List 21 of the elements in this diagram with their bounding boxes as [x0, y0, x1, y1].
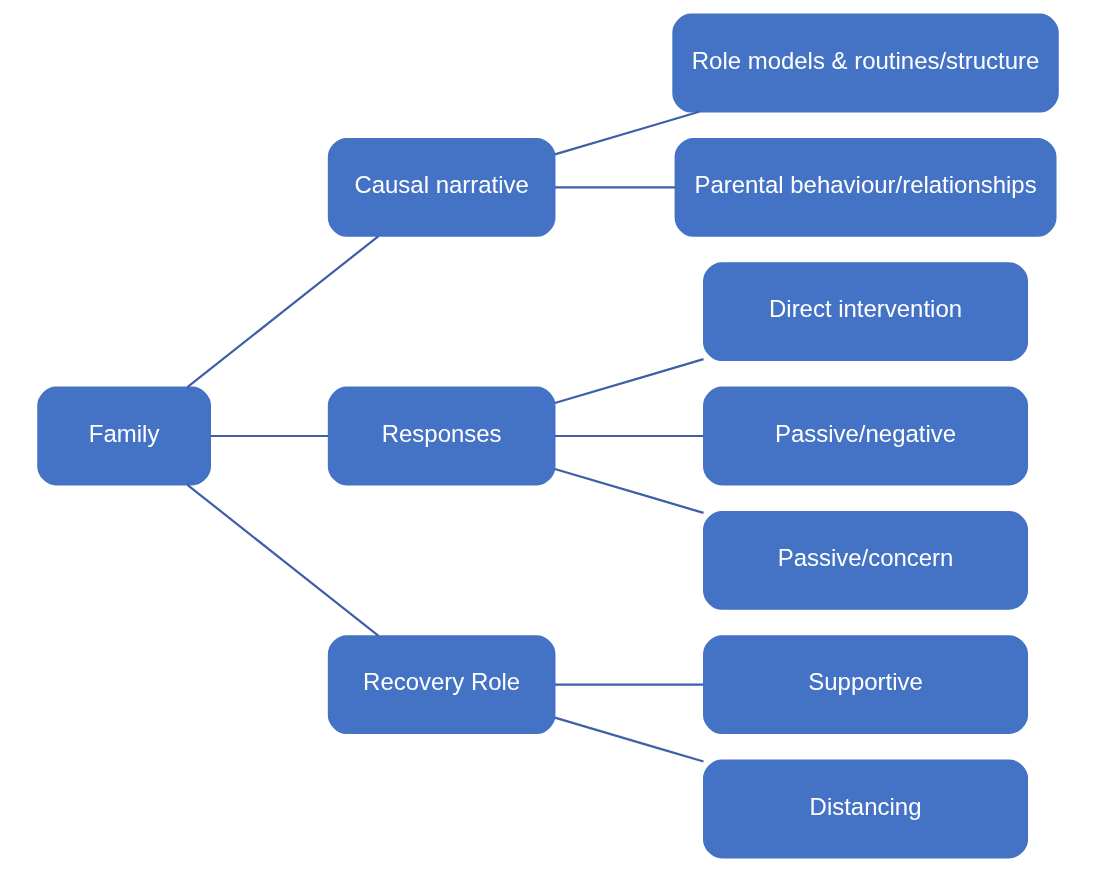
node-box: Direct intervention — [702, 262, 1028, 362]
node-box: Supportive — [702, 635, 1028, 735]
connector — [554, 358, 704, 405]
connector — [554, 716, 704, 763]
node-box: Family — [36, 386, 211, 486]
node-box: Responses — [327, 386, 555, 486]
connector — [186, 483, 379, 637]
node-box: Causal narrative — [327, 137, 555, 237]
connector — [186, 235, 379, 389]
node-box: Distancing — [702, 759, 1028, 859]
connector — [554, 434, 703, 438]
node-box: Role models & routines/structure — [671, 13, 1059, 113]
connector — [554, 467, 704, 514]
node-box: Passive/negative — [702, 386, 1028, 486]
connector — [209, 434, 328, 438]
connector — [554, 186, 675, 189]
connector — [554, 110, 699, 156]
node-box: Parental behaviour/relationships — [674, 137, 1056, 237]
node-box: Passive/concern — [702, 510, 1028, 610]
connector — [554, 683, 703, 686]
node-box: Recovery Role — [327, 635, 555, 735]
